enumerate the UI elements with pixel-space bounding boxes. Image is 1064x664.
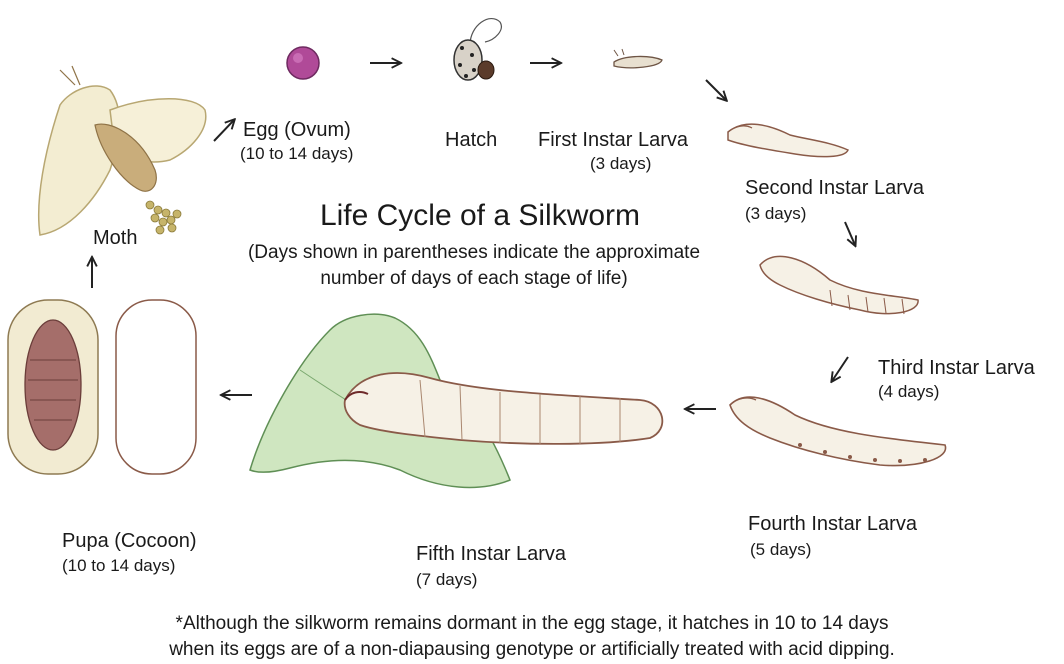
arrow-moth-to-egg <box>214 120 234 141</box>
diagram-subtitle-line1: (Days shown in parentheses indicate the … <box>0 241 948 265</box>
fifth-instar-drawing <box>250 314 662 487</box>
second-instar-label: Second Instar Larva <box>745 176 924 200</box>
fifth-instar-label: Fifth Instar Larva <box>416 542 566 566</box>
pupa-days: (10 to 14 days) <box>62 556 175 576</box>
egg-days: (10 to 14 days) <box>240 144 353 164</box>
arrow-first-to-second <box>706 80 726 100</box>
third-instar-days: (4 days) <box>878 382 939 402</box>
hatch-drawing <box>454 19 501 80</box>
diagram-subtitle-line2: number of days of each stage of life) <box>0 267 948 291</box>
egg-drawing <box>287 47 319 79</box>
footnote-line2: when its eggs are of a non-diapausing ge… <box>0 638 1064 662</box>
third-instar-label: Third Instar Larva <box>878 356 1035 380</box>
first-instar-label: First Instar Larva <box>538 128 688 152</box>
diagram-title: Life Cycle of a Silkworm <box>0 198 960 234</box>
fourth-instar-days: (5 days) <box>750 540 811 560</box>
fifth-instar-days: (7 days) <box>416 570 477 590</box>
pupa-drawing <box>8 300 98 474</box>
egg-label: Egg (Ovum) <box>243 118 351 142</box>
fourth-instar-drawing <box>730 397 946 465</box>
second-instar-drawing <box>728 124 848 156</box>
hatch-label: Hatch <box>445 128 497 152</box>
first-instar-days: (3 days) <box>590 154 651 174</box>
footnote-line1: *Although the silkworm remains dormant i… <box>0 612 1064 636</box>
arrow-third-to-fourth <box>832 357 848 381</box>
cocoon-drawing <box>116 300 196 474</box>
fourth-instar-label: Fourth Instar Larva <box>748 512 917 536</box>
first-instar-drawing <box>614 49 662 68</box>
pupa-label: Pupa (Cocoon) <box>62 529 197 553</box>
